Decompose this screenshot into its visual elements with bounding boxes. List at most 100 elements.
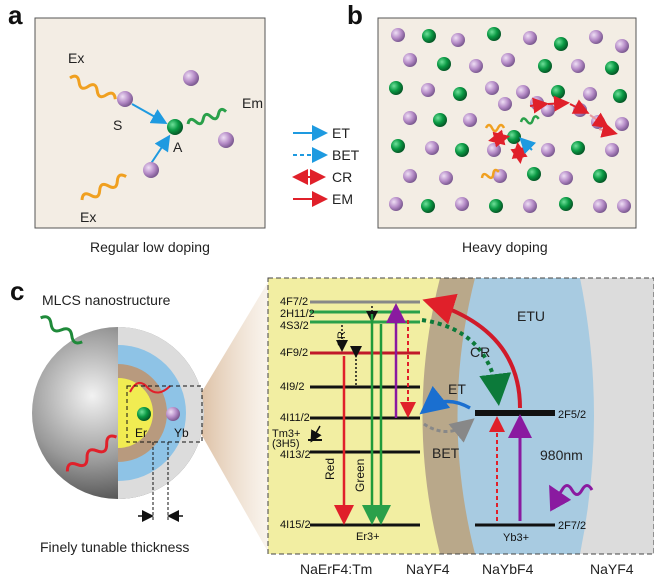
sensitizer-ion (498, 97, 512, 111)
tm-transfer-arrow (310, 425, 322, 443)
activator-ion (167, 119, 183, 135)
nm980-label: 980nm (540, 447, 583, 463)
cr-arrow (510, 142, 528, 164)
activator-ion (489, 199, 503, 213)
label-tm: Tm3+ (272, 428, 300, 440)
label-s32: 4S3/2 (280, 320, 309, 332)
excitation-wave-bottom (80, 173, 127, 201)
label-f92: 4F9/2 (280, 347, 308, 359)
sensitizer-ion (403, 53, 417, 67)
label-i92: 4I9/2 (280, 381, 304, 393)
label-yb-f72: 2F7/2 (558, 520, 586, 532)
excitation-wave-top (69, 74, 117, 100)
activator-ion (437, 57, 451, 71)
nanostructure-title: MLCS nanostructure (42, 292, 171, 308)
sensitizer-ion (485, 81, 499, 95)
et-arrow-2 (149, 134, 171, 166)
sensitizer-ion (583, 87, 597, 101)
activator-ion (527, 167, 541, 181)
cr-arrow (421, 318, 512, 406)
et-arc-arrow (419, 385, 471, 415)
sensitizer-ion (421, 83, 435, 97)
sensitizer-ion (403, 111, 417, 125)
sensitizer-ion (593, 199, 607, 213)
activator-ion (554, 37, 568, 51)
em-arrow (547, 95, 570, 112)
activator-ion (538, 59, 552, 73)
sensitizer-ion (493, 169, 507, 183)
label-i152: 4I15/2 (280, 519, 311, 531)
red-emission-wave (65, 434, 118, 472)
excitation-wave (480, 168, 500, 180)
sensitizer-ion (451, 33, 465, 47)
nanosphere: Er Yb (32, 315, 204, 522)
core-energy-arrow (129, 381, 171, 394)
em-arrow (598, 122, 618, 138)
panel-b-caption: Heavy doping (462, 239, 548, 255)
activator-ion (593, 169, 607, 183)
activator-ion (433, 113, 447, 127)
emission-wave (186, 107, 228, 126)
sensitizer-ion (455, 197, 469, 211)
green-emission-wave (40, 315, 83, 345)
activator-ion (551, 85, 565, 99)
activator-ion (421, 199, 435, 213)
activator-ion (613, 89, 627, 103)
label-yb-ion: Yb3+ (503, 532, 529, 544)
ex-label-bottom: Ex (80, 209, 96, 225)
em-arrow (569, 99, 590, 114)
legend-et-label: ET (332, 125, 350, 141)
activator-ion (487, 27, 501, 41)
label-er-ion: Er3+ (356, 531, 380, 543)
sensitizer-ion (501, 53, 515, 67)
red-label: Red (323, 458, 337, 480)
thickness-caption: Finely tunable thickness (40, 539, 189, 555)
etu-label: ETU (517, 308, 545, 324)
panel-a-caption: Regular low doping (90, 239, 210, 255)
green-label: Green (353, 459, 367, 492)
shell-label-core: NaErF4:Tm (300, 561, 372, 577)
panel-a: a Ex Ex Em S A Regular low doping (8, 0, 266, 255)
sensitizer-ion (218, 132, 234, 148)
bet-arrow (423, 418, 475, 443)
sensitizer-ion (403, 169, 417, 183)
legend-bet-label: BET (332, 147, 360, 163)
et-label: ET (448, 381, 466, 397)
sensitizer-ion (487, 143, 501, 157)
sensitizer-ion (391, 28, 405, 42)
et-arrow-1 (131, 103, 168, 124)
em-arrow (529, 97, 549, 114)
label-h112: 2H11/2 (280, 308, 315, 320)
activator-ion (605, 61, 619, 75)
activator-ion (453, 87, 467, 101)
et-arrow (519, 137, 537, 155)
zoom-funnel (200, 282, 268, 552)
label-yb-f52: 2F5/2 (558, 409, 586, 421)
label-i112: 4I11/2 (280, 412, 310, 424)
energy-panel-frame (267, 277, 654, 555)
sensitizer-ion (615, 117, 629, 131)
legend: ET BET CR EM (292, 125, 360, 207)
activator-ion (455, 143, 469, 157)
sensitizer-ion (615, 39, 629, 53)
sensitizer-ion (571, 59, 585, 73)
panel-c: c MLCS nanostructure Er Yb Finely tunabl… (10, 276, 654, 577)
sensitizer-ion (589, 30, 603, 44)
em-label: Em (242, 95, 263, 111)
sensitizer-ion (463, 113, 477, 127)
sensitizer-ion (523, 199, 537, 213)
panel-label-c: c (10, 276, 24, 306)
sensitizer-ion (541, 143, 555, 157)
activator-ion (559, 197, 573, 211)
label-i132: 4I13/2 (280, 449, 311, 461)
sensitizer-ion (425, 141, 439, 155)
legend-cr-label: CR (332, 169, 352, 185)
sensitizer-ion (469, 59, 483, 73)
activator-ion (391, 139, 405, 153)
activator-ion (571, 141, 585, 155)
sensitizer-ion (117, 91, 133, 107)
label-tm-h5: (3H5) (272, 438, 300, 450)
sensitizer-ion (523, 31, 537, 45)
shell-label-3: NaYF4 (590, 561, 634, 577)
sensitizer-ion (183, 70, 199, 86)
